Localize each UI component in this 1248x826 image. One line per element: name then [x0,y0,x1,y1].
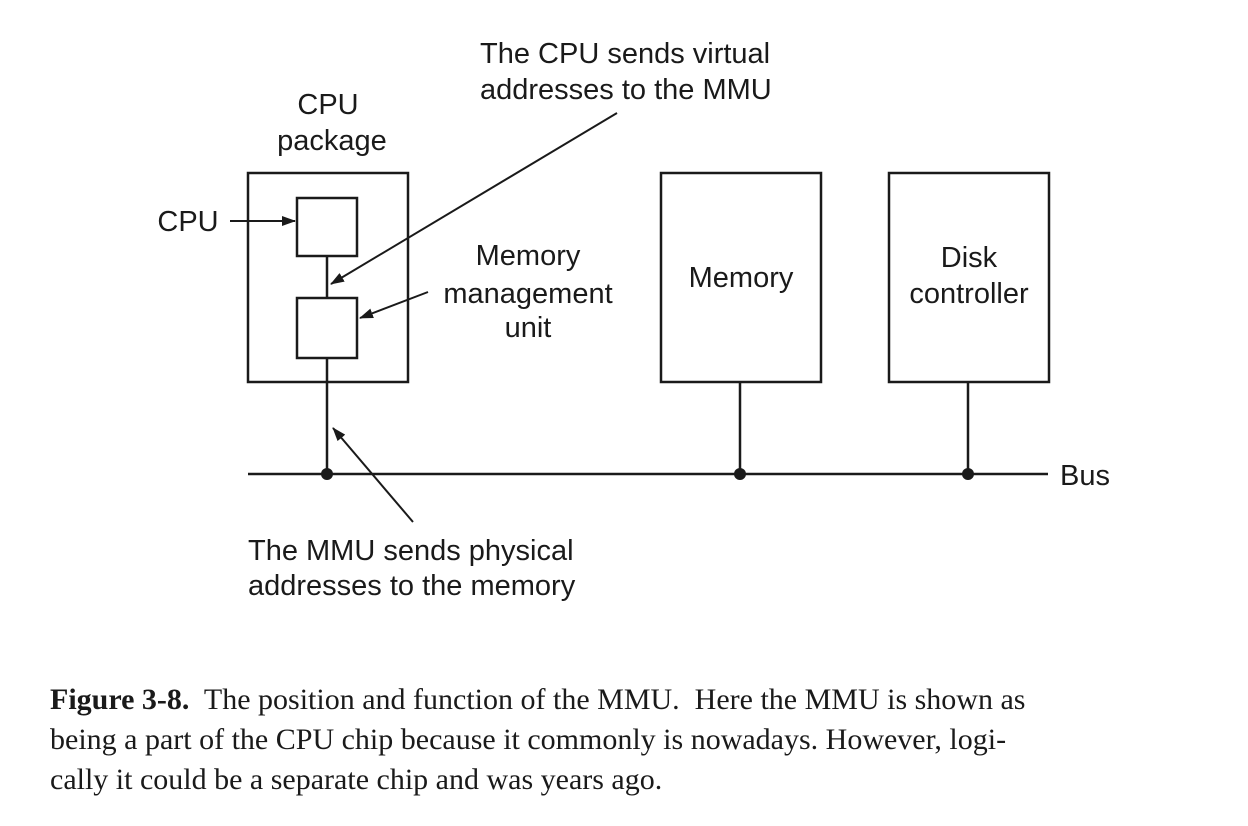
caption-line-3: cally it could be a separate chip and wa… [50,763,663,796]
cpu-sends-annotation-line1: The CPU sends virtual [480,38,770,70]
caption-line-1: Figure 3-8. The position and function of… [50,680,1225,720]
memory-label: Memory [689,262,794,294]
mmu-label-line1: Memory [476,240,581,272]
caption-line-1-text: The position and function of the MMU. He… [203,683,1026,716]
cpu-box [295,196,359,258]
mmu-box [295,296,359,360]
bus-label: Bus [1060,460,1110,492]
cpu-package-label-line2: package [277,125,387,157]
cpu-sends-annotation-line2: addresses to the MMU [480,74,772,106]
mmu-label-line2: management [443,278,612,310]
figure-label: Figure 3-8. [50,683,190,716]
bus-junction-memory [734,468,746,480]
bus-junction-disk [962,468,974,480]
caption-line-2: being a part of the CPU chip because it … [50,723,1007,756]
mmu-sends-annotation-line2: addresses to the memory [248,570,576,602]
mmu-pointer-arrow [359,291,429,319]
figure-caption: Figure 3-8. The position and function of… [50,680,1225,800]
disk-controller-label-line1: Disk [941,242,998,274]
bus-junction-mmu [321,468,333,480]
cpu-label: CPU [157,206,218,238]
physical-address-arrow [332,427,414,523]
cpu-package-label-line1: CPU [297,89,358,121]
disk-controller-label-line2: controller [909,278,1029,310]
mmu-sends-annotation-line1: The MMU sends physical [248,535,574,567]
virtual-address-arrow [330,112,618,285]
mmu-label-line3: unit [505,312,552,344]
